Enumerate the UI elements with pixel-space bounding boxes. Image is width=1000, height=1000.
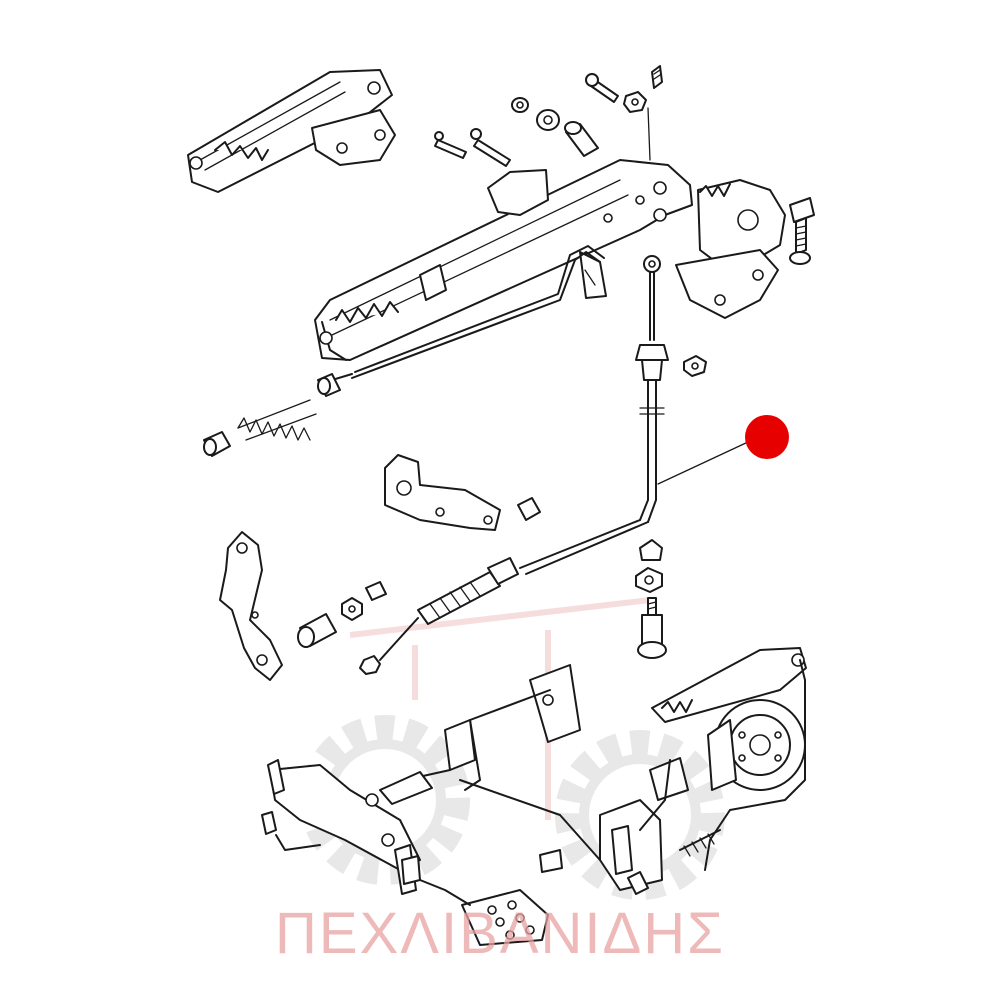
upper-left-lift-arm [187,69,396,193]
cable-support-bracket [384,454,541,531]
rod-collar-part-icon [317,373,341,397]
upper-small-parts [434,65,663,167]
bushing-part-icon [564,121,599,157]
lift-rod-assembly [203,245,605,457]
pin-medium-part-icon [470,128,511,167]
washer-small-part [683,355,707,377]
rotary-plate-part-icon [714,699,806,791]
nut-part-icon [623,91,647,113]
main-lift-arm [314,159,693,361]
hex-nut-part-icon [341,597,363,621]
washer-large-part-icon [536,109,560,131]
cable-adjuster-part-icon [417,557,519,625]
spacer-part-icon [297,613,337,648]
pin-small-part-icon [434,131,467,159]
rod-end-cap-part-icon [203,431,231,457]
washer-part-icon [511,97,529,113]
small-bolt-part-icon [365,581,387,601]
bolt-right-part [789,197,815,265]
pin-part-icon [585,73,619,103]
lower-assembly-overview [261,647,807,946]
cable-end-nut-part-icon [359,655,381,675]
foot-pedal-part-icon [461,889,549,946]
spring-clip-part-icon [651,65,663,89]
stud-assembly-right [635,539,667,659]
highlight-marker-dot [745,415,789,459]
control-cable [359,255,749,675]
watermark-text: ΠΕΧΛΙΒΑΝΙΔΗΣ [275,901,725,966]
lock-nut-part-icon [635,567,663,593]
spacer-and-nut-parts [297,581,387,648]
rod-spring-part-icon [237,399,317,441]
left-lever-bracket [219,531,283,681]
cap-nut-part-icon [639,539,663,561]
stud-part-icon [637,597,667,659]
sector-bracket [675,179,786,319]
highlight-marker [745,415,789,459]
